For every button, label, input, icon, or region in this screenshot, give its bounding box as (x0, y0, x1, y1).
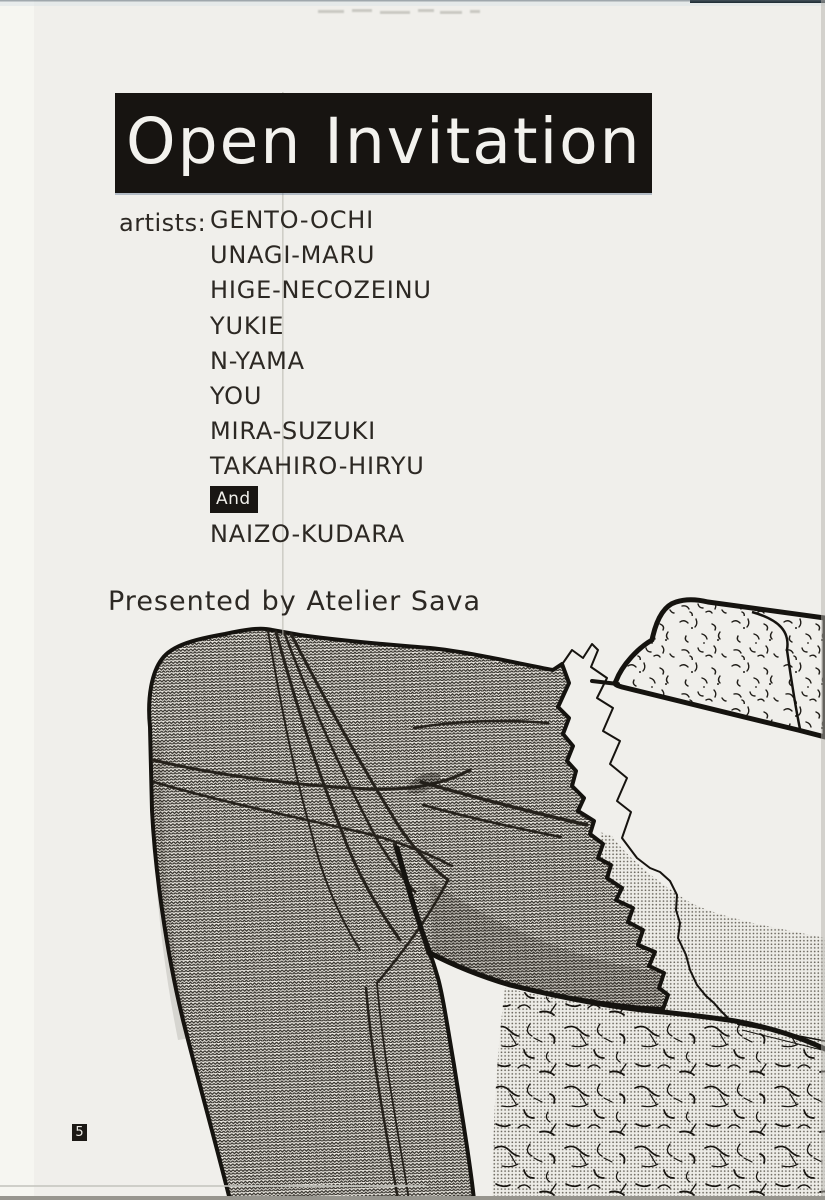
couch-seat-scratch-texture (492, 988, 825, 1200)
pants-shading (151, 740, 663, 1040)
couch-backrest (590, 597, 825, 740)
thigh-underside-line (394, 845, 825, 1052)
cushion-seam-lines (736, 1023, 825, 1051)
torn-edge-line (562, 643, 729, 1019)
bleed-through-ghost-text (318, 9, 480, 14)
